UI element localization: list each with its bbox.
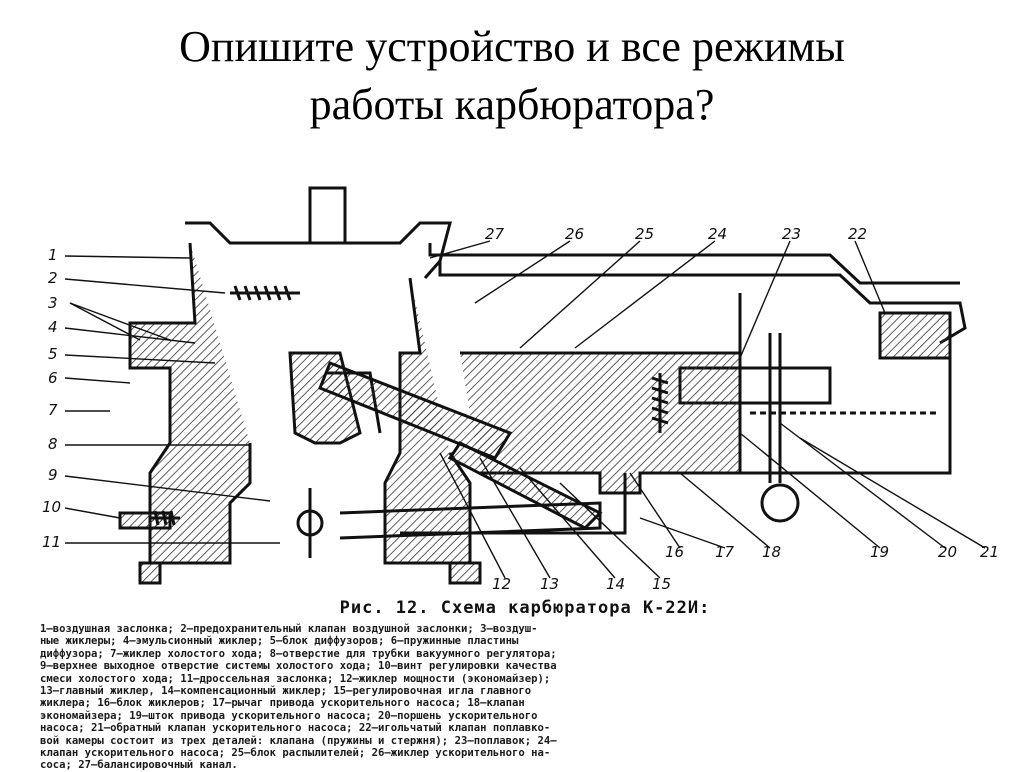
legend-line: 13—главный жиклер, 14—компенсационный жи…	[40, 685, 532, 698]
callout-12: 12	[492, 575, 512, 593]
callout-3: 3	[48, 294, 58, 312]
legend-line: ные жиклеры; 4—эмульсионный жиклер; 5—бл…	[40, 635, 519, 648]
callout-16: 16	[665, 543, 685, 561]
legend-line: диффузора; 7—жиклер холостого хода; 8—от…	[40, 647, 557, 660]
legend-line: клапан ускорительного насоса; 25—блок ра…	[40, 747, 551, 760]
callout-10: 10	[42, 498, 62, 516]
callout-8: 8	[48, 435, 58, 453]
callout-9: 9	[48, 466, 58, 484]
legend-line: соса; 27—балансировочный канал.	[40, 759, 238, 772]
callout-25: 25	[635, 225, 655, 243]
callout-6: 6	[48, 369, 58, 387]
legend-line: смеси холостого хода; 11—дроссельная зас…	[40, 672, 551, 685]
legend-line: насоса; 21—обратный клапан ускорительног…	[40, 722, 551, 735]
legend-line: 9—верхнее выходное отверстие системы хол…	[40, 660, 557, 673]
callout-5: 5	[48, 345, 58, 363]
callout-11: 11	[42, 533, 62, 551]
callout-2: 2	[48, 269, 58, 287]
callout-14: 14	[606, 575, 626, 593]
callout-21: 21	[980, 543, 1000, 561]
callout-17: 17	[715, 543, 735, 561]
callout-26: 26	[565, 225, 585, 243]
figure-caption: Рис. 12. Схема карбюратора К-22И:	[339, 598, 711, 618]
title-line-2: работы карбюратора?	[309, 80, 715, 129]
callout-23: 23	[782, 225, 802, 243]
callout-4: 4	[48, 318, 58, 336]
legend-line: 1—воздушная заслонка; 2—предохранительны…	[40, 623, 538, 635]
callout-1: 1	[48, 246, 58, 264]
slide-title: Опишите устройство и все режимы работы к…	[0, 18, 1024, 134]
legend-line: экономайзера; 19—шток привода ускоритель…	[40, 709, 538, 722]
legend-line: жиклера; 16—блок жиклеров; 17—рычаг прив…	[40, 697, 525, 710]
callout-18: 18	[762, 543, 782, 561]
legend-line: вой камеры состоит из трех деталей: клап…	[40, 734, 557, 747]
callout-7: 7	[48, 401, 58, 419]
callout-22: 22	[848, 225, 868, 243]
carburetor-body	[118, 186, 967, 585]
callout-27: 27	[485, 225, 505, 243]
carburetor-figure: 1 2 3 4 5 6 7 8 9 10 11 27 26 25 24 23 2…	[40, 183, 1010, 771]
figure-legend: 1—воздушная заслонка; 2—предохранительны…	[40, 623, 1000, 772]
title-line-1: Опишите устройство и все режимы	[179, 22, 845, 71]
leader-lines	[64, 240, 986, 579]
callout-20: 20	[938, 543, 958, 561]
callout-24: 24	[708, 225, 728, 243]
callout-19: 19	[870, 543, 890, 561]
callout-15: 15	[652, 575, 672, 593]
carburetor-drawing	[64, 186, 986, 585]
callout-13: 13	[540, 575, 560, 593]
